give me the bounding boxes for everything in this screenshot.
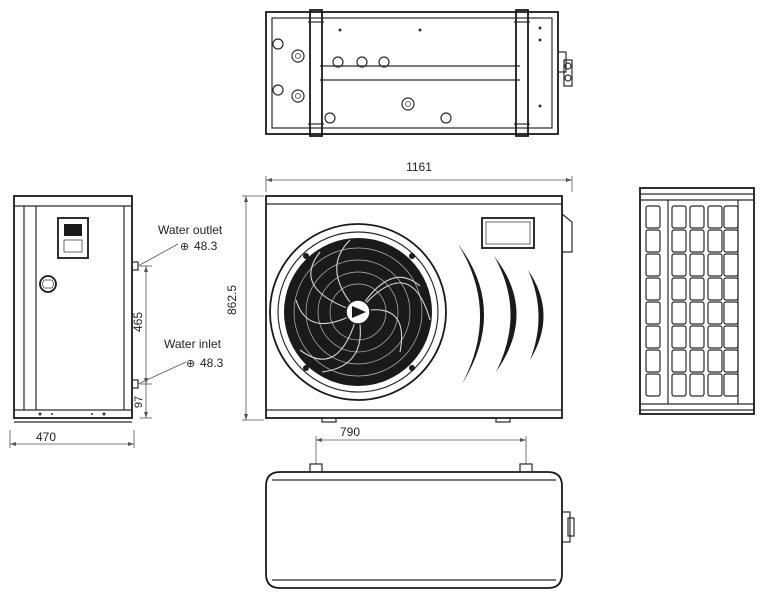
grille-cell [689,325,705,349]
grille-cell [671,253,687,277]
fan-grille [284,238,432,386]
grille-cell [689,373,705,397]
grille-cell [707,373,723,397]
grille-cell [707,277,723,301]
grille-cell [645,277,661,301]
left-side-view: 470 465 97 Water outlet ⊕ 48.3 Water inl… [9,195,224,448]
mounting-bracket-left [309,9,323,137]
grille-cell [723,253,739,277]
rear-casing [639,187,755,415]
grille-cell [645,253,661,277]
water-inlet-size: 48.3 [200,356,224,370]
water-inlet-diameter-icon: ⊕ [186,358,195,370]
height-dimension-label: 862.5 [225,285,239,315]
grille-cell [707,349,723,373]
top-view [265,9,573,137]
grille-cell [671,373,687,397]
grille-cell [689,349,705,373]
decorative-swooshes [458,244,544,384]
grille-cell [707,301,723,325]
grille-cell [707,253,723,277]
bottom-casing [265,471,563,589]
grille-cell [645,229,661,253]
control-display [481,217,535,249]
rear-view [639,187,755,415]
inlet-outlet-spacing-label: 465 [131,312,145,332]
grille-cell [671,205,687,229]
depth-dimension-label: 470 [36,430,56,444]
grille-cell [723,277,739,301]
top-view-outline [265,11,559,135]
front-casing [265,195,563,419]
grille-cell [723,229,739,253]
grille-cell [671,301,687,325]
width-dimension-label: 1161 [406,160,432,174]
foot-spacing-label: 790 [340,425,360,439]
front-view: 1161 862.5 [225,160,573,423]
grille-cell [689,253,705,277]
grille-cell [689,229,705,253]
grille-cell [707,229,723,253]
bottom-view: 790 [265,425,575,589]
grille-cell [645,349,661,373]
side-casing [13,195,133,419]
inlet-height-label: 97 [133,396,145,408]
grille-cell [689,205,705,229]
grille-cell [723,325,739,349]
water-inlet-label: Water inlet [164,337,222,351]
water-outlet-label: Water outlet [158,223,223,237]
mounting-bracket-right [515,9,529,137]
fan-outer-ring [269,223,447,401]
water-outlet-size: 48.3 [194,239,218,253]
grille-cell [645,325,661,349]
grille-cell [707,325,723,349]
grille-cell [645,301,661,325]
grille-cell [689,277,705,301]
grille-cell [723,349,739,373]
grille-cell [671,277,687,301]
grille-cell [671,325,687,349]
water-outlet-diameter-icon: ⊕ [180,241,189,253]
grille-cell [645,205,661,229]
grille-cell [723,373,739,397]
grille-cell [645,373,661,397]
grille-cell [689,301,705,325]
grille-cell [671,349,687,373]
grille-cell [707,205,723,229]
grille-cell [671,229,687,253]
grille-cell [723,301,739,325]
side-control-panel [57,217,89,259]
grille-cell [723,205,739,229]
